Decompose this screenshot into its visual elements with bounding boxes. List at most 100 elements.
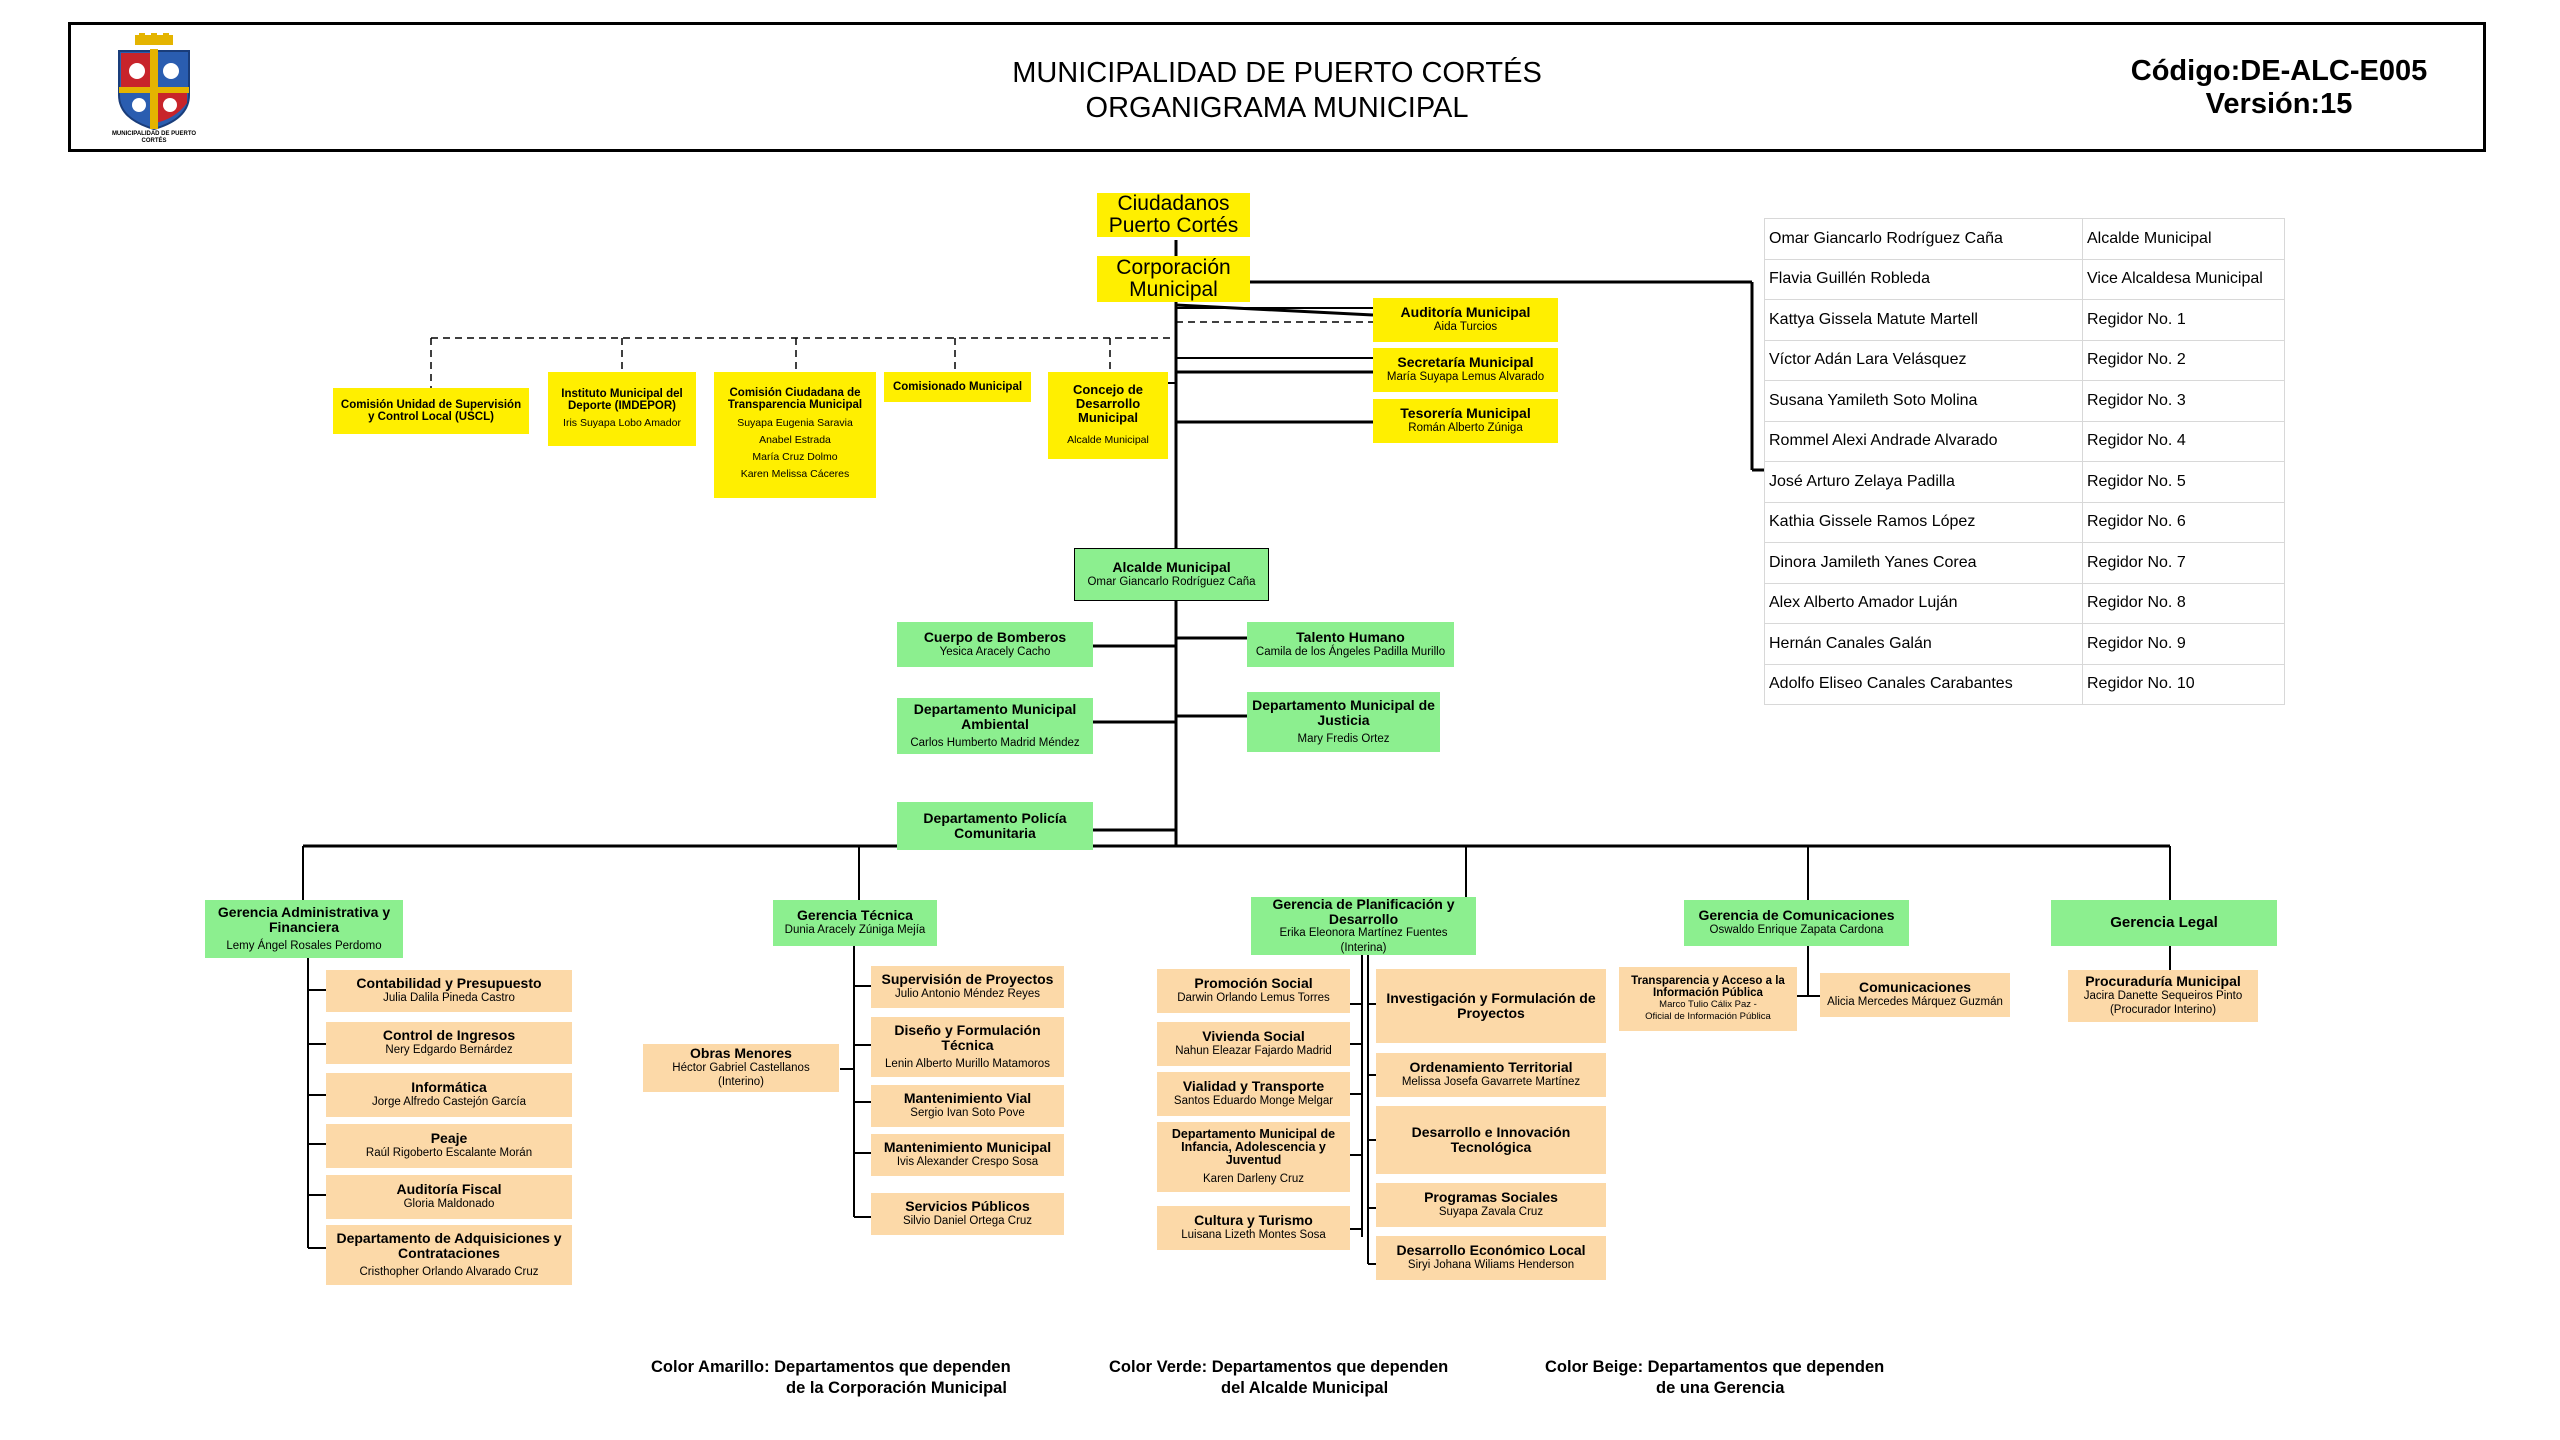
- node-person: Suyapa Zavala Cruz: [1438, 1206, 1544, 1219]
- node-title: Departamento Municipal de Infancia, Adol…: [1171, 1127, 1336, 1168]
- node-person: Julio Antonio Méndez Reyes: [894, 988, 1041, 1001]
- node-title: Alcalde Municipal: [1112, 558, 1231, 575]
- node-title: Informática: [411, 1079, 487, 1096]
- node-title: Departamento de Adquisiciones y Contrata…: [336, 1230, 562, 1261]
- node-title: Control de Ingresos: [382, 1027, 516, 1044]
- node-title: Cultura y Turismo: [1194, 1212, 1313, 1229]
- member-name: Dinora Jamileth Yanes Corea: [1764, 542, 2083, 584]
- node-title: Gerencia de Comunicaciones: [1698, 907, 1895, 924]
- legend-green: Color Verde: Departamentos que dependen …: [1109, 1357, 1448, 1398]
- node-title: Supervisión de Proyectos: [881, 971, 1054, 988]
- member-role: Vice Alcaldesa Municipal: [2082, 258, 2285, 300]
- node-title: Comisionado Municipal: [892, 380, 1023, 393]
- member-role: Regidor No. 2: [2082, 339, 2285, 381]
- node-person: Gloria Maldonado: [403, 1198, 495, 1211]
- legend-yellow-line2: de la Corporación Municipal: [786, 1378, 1007, 1397]
- node-members: Suyapa Eugenia Saravia Anabel Estrada Ma…: [737, 415, 853, 482]
- node-title: Gerencia Legal: [2110, 914, 2218, 932]
- node-person: Raúl Rigoberto Escalante Morán: [365, 1147, 533, 1160]
- node-ciudadanos: Ciudadanos Puerto Cortés: [1097, 191, 1250, 237]
- node-person: Román Alberto Zúniga: [1408, 422, 1523, 435]
- node-title: Gerencia Técnica: [797, 907, 913, 924]
- member-name: Alex Alberto Amador Luján: [1764, 582, 2083, 624]
- node-gerencia-comunicaciones: Gerencia de Comunicaciones Oswaldo Enriq…: [1684, 900, 1909, 946]
- node-title: Procuraduría Municipal: [2085, 973, 2241, 990]
- logo-caption: MUNICIPALIDAD DE PUERTO CORTÉS: [111, 131, 197, 144]
- node-ciudadanos-label: Ciudadanos Puerto Cortés: [1108, 191, 1239, 237]
- node-comunicaciones: Comunicaciones Alicia Mercedes Márquez G…: [1820, 973, 2010, 1017]
- legend-yellow-line1: Color Amarillo: Departamentos que depend…: [651, 1358, 1011, 1376]
- node-title: Mantenimiento Vial: [903, 1090, 1032, 1107]
- node-person: Silvio Daniel Ortega Cruz: [902, 1215, 1033, 1228]
- document-code: Código:DE-ALC-E005: [2130, 55, 2428, 87]
- node-person: Iris Suyapa Lobo Amador: [563, 416, 681, 429]
- node-person: Omar Giancarlo Rodríguez Caña: [1087, 575, 1256, 588]
- node-depto-ambiental: Departamento Municipal Ambiental Carlos …: [897, 698, 1093, 754]
- node-informatica: Informática Jorge Alfredo Castejón Garcí…: [326, 1073, 572, 1117]
- node-title: Secretaría Municipal: [1397, 354, 1534, 371]
- node-person: Oswaldo Enrique Zapata Cardona: [1709, 924, 1884, 937]
- node-alcalde-municipal: Alcalde Municipal Omar Giancarlo Rodrígu…: [1074, 548, 1269, 601]
- node-title: Tesorería Municipal: [1400, 405, 1531, 422]
- node-investigacion-formulacion: Investigación y Formulación de Proyectos: [1376, 969, 1606, 1043]
- member: María Cruz Dolmo: [752, 451, 838, 464]
- node-person: Mary Fredis Ortez: [1297, 732, 1390, 745]
- node-vialidad-transporte: Vialidad y Transporte Santos Eduardo Mon…: [1157, 1072, 1350, 1116]
- node-person: Marco Tulio Cálix Paz -: [1659, 999, 1757, 1011]
- node-talento-humano: Talento Humano Camila de los Ángeles Pad…: [1247, 622, 1454, 667]
- legend-yellow: Color Amarillo: Departamentos que depend…: [651, 1357, 1011, 1398]
- node-person: Camila de los Ángeles Padilla Murillo: [1255, 645, 1446, 658]
- legend-beige-line1: Color Beige: Departamentos que dependen: [1545, 1358, 1885, 1376]
- node-obras-menores: Obras Menores Héctor Gabriel Castellanos…: [643, 1044, 839, 1092]
- member-name: Flavia Guillén Robleda: [1764, 258, 2083, 300]
- node-note: (Interino): [717, 1076, 765, 1089]
- node-programas-sociales: Programas Sociales Suyapa Zavala Cruz: [1376, 1183, 1606, 1227]
- member-name: José Arturo Zelaya Padilla: [1764, 461, 2083, 503]
- node-policia-comunitaria: Departamento Policía Comunitaria: [897, 802, 1093, 850]
- node-corporacion-label: Corporación Municipal: [1116, 255, 1231, 301]
- member-role: Regidor No. 10: [2082, 663, 2285, 705]
- node-secretaria-municipal: Secretaría Municipal María Suyapa Lemus …: [1373, 348, 1558, 392]
- node-servicios-publicos: Servicios Públicos Silvio Daniel Ortega …: [871, 1193, 1064, 1235]
- node-title: Desarrollo Económico Local: [1396, 1242, 1586, 1259]
- node-title: Departamento Policía Comunitaria: [923, 810, 1067, 841]
- document-subtitle: ORGANIGRAMA MUNICIPAL: [1085, 92, 1469, 124]
- node-desarrollo-innovacion: Desarrollo e Innovación Tecnológica: [1376, 1106, 1606, 1174]
- node-person: Alicia Mercedes Márquez Guzmán: [1827, 996, 2003, 1009]
- node-gerencia-administrativa: Gerencia Administrativa y Financiera Lem…: [205, 900, 403, 958]
- node-title: Mantenimiento Municipal: [883, 1139, 1052, 1156]
- node-comision-uscl: Comisión Unidad de Supervisión y Control…: [333, 388, 529, 434]
- node-person: Nery Edgardo Bernárdez: [385, 1044, 513, 1057]
- member-name: Adolfo Eliseo Canales Carabantes: [1764, 663, 2083, 705]
- node-gerencia-legal: Gerencia Legal: [2051, 900, 2277, 946]
- node-title: Auditoría Municipal: [1400, 304, 1531, 321]
- document-title: MUNICIPALIDAD DE PUERTO CORTÉS: [1012, 57, 1542, 89]
- member-role: Regidor No. 9: [2082, 623, 2285, 665]
- node-concejo-desarrollo: Concejo de Desarrollo Municipal Alcalde …: [1048, 372, 1168, 459]
- node-title: Ordenamiento Territorial: [1409, 1059, 1573, 1076]
- node-procuraduria: Procuraduría Municipal Jacira Danette Se…: [2068, 970, 2258, 1022]
- node-person: Aida Turcios: [1433, 321, 1498, 334]
- node-person: Erika Eleonora Martínez Fuentes: [1279, 927, 1448, 940]
- node-title: Vivienda Social: [1202, 1028, 1305, 1045]
- node-title: Talento Humano: [1296, 628, 1405, 645]
- member-name: Kattya Gissela Matute Martell: [1764, 299, 2083, 341]
- member: Suyapa Eugenia Saravia: [737, 417, 853, 430]
- node-vivienda-social: Vivienda Social Nahun Eleazar Fajardo Ma…: [1157, 1022, 1350, 1066]
- legend-green-line2: del Alcalde Municipal: [1221, 1378, 1389, 1397]
- node-mantenimiento-municipal: Mantenimiento Municipal Ivis Alexander C…: [871, 1134, 1064, 1176]
- node-person: Sergio Ivan Soto Pove: [910, 1107, 1025, 1120]
- node-desarrollo-economico: Desarrollo Económico Local Siryi Johana …: [1376, 1236, 1606, 1280]
- member-role: Regidor No. 7: [2082, 542, 2285, 584]
- node-title: Auditoría Fiscal: [396, 1181, 502, 1198]
- node-person: María Suyapa Lemus Alvarado: [1386, 371, 1545, 384]
- member-name: Víctor Adán Lara Velásquez: [1764, 339, 2083, 381]
